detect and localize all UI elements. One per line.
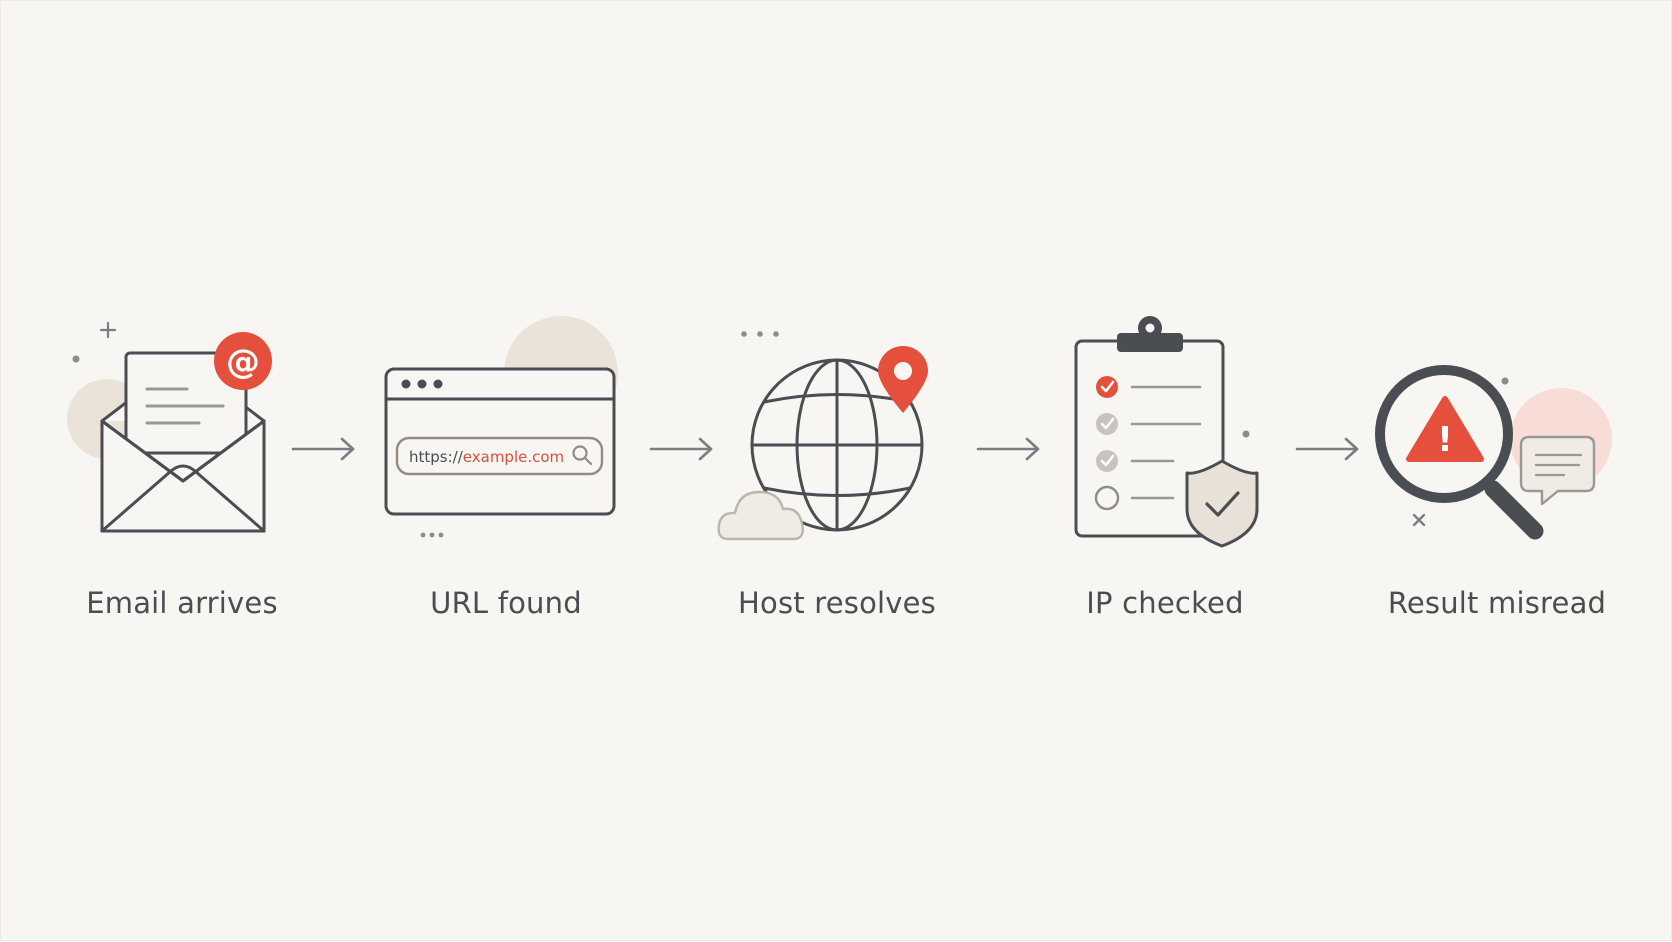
step-label-email-arrives: Email arrives <box>86 586 278 620</box>
browser-window-icon <box>384 316 618 538</box>
step-label-ip-checked: IP checked <box>1086 586 1244 620</box>
url-address-text: https://example.com <box>409 448 564 466</box>
globe-pin-icon <box>717 331 928 541</box>
email-at-badge-text: @ <box>226 342 260 382</box>
step-label-host-resolves: Host resolves <box>738 586 936 620</box>
warning-symbol-text: ! <box>1437 420 1453 460</box>
magnifier-warning-icon <box>1375 365 1612 540</box>
arrow-right-icon <box>291 437 355 461</box>
step-label-url-found: URL found <box>430 586 582 620</box>
arrow-right-icon <box>649 437 713 461</box>
url-domain: example.com <box>463 448 564 466</box>
url-scheme: https:// <box>409 448 464 466</box>
envelope-at-icon <box>67 321 272 533</box>
arrow-right-icon <box>976 437 1040 461</box>
step-label-result-misread: Result misread <box>1387 586 1607 620</box>
clipboard-shield-icon <box>1074 316 1259 548</box>
arrow-right-icon <box>1295 437 1359 461</box>
